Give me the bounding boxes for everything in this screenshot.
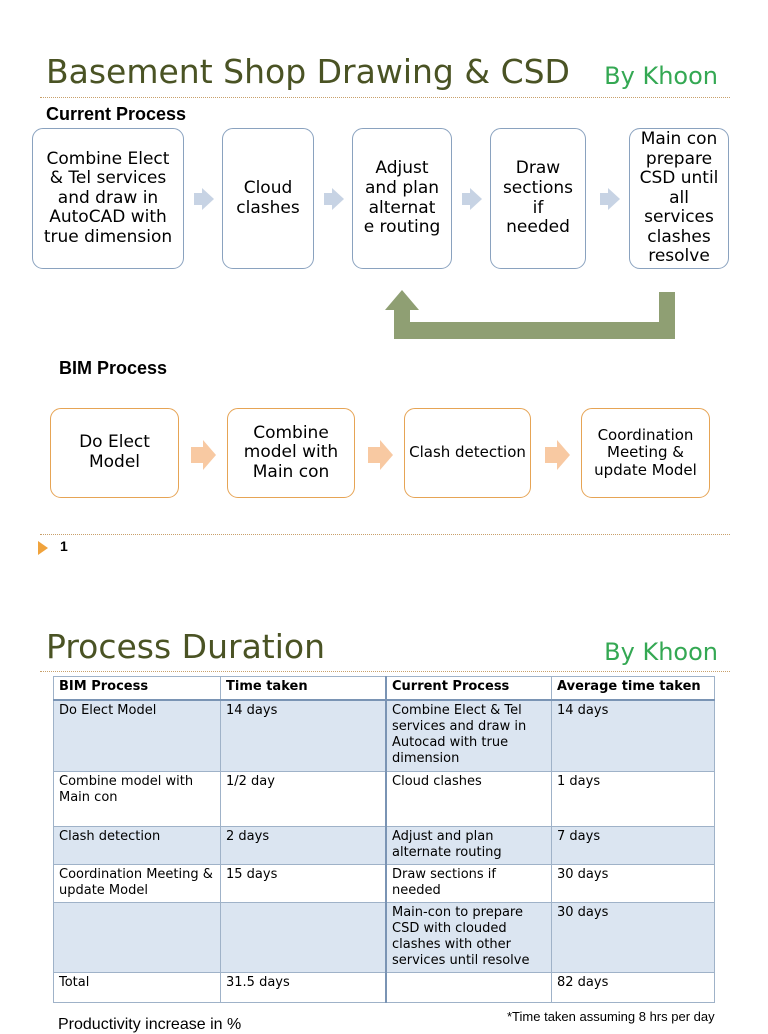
slide2-title: Process Duration [46, 627, 326, 666]
footnote: *Time taken assuming 8 hrs per day [507, 1009, 715, 1024]
productivity-text: Productivity increase in % [58, 1016, 242, 1033]
slide2-author: By Khoon [604, 638, 718, 666]
current-process-label: Current Process [46, 104, 187, 124]
table-cell: Cloud clashes [385, 770, 552, 827]
header-average-time: Average time taken [551, 676, 715, 701]
table-header-row: BIM Process Time taken Current Process A… [53, 676, 715, 701]
bim-step-4: Coordination Meeting & update Model [581, 408, 710, 498]
table-cell: 30 days [551, 863, 715, 903]
loop-arrow-horizontal [394, 322, 675, 339]
header-time-taken: Time taken [220, 676, 387, 701]
arrow-up-icon [385, 290, 419, 310]
arrow-right-icon [368, 440, 393, 470]
table-cell [385, 971, 552, 1003]
table-cell: 31.5 days [220, 971, 387, 1003]
table-cell: 15 days [220, 863, 387, 903]
duration-table: BIM Process Time taken Current Process A… [53, 676, 715, 1003]
table-cell: Clash detection [53, 825, 221, 865]
bim-step-2: Combine model with Main con [227, 408, 355, 498]
table-cell: Adjust and plan alternate routing [385, 825, 552, 865]
table-cell: Coordination Meeting & update Model [53, 863, 221, 903]
header-current-process: Current Process [385, 676, 552, 701]
slide-author: By Khoon [604, 62, 718, 90]
table-cell: 30 days [551, 901, 715, 973]
table-cell: 1 days [551, 770, 715, 827]
table-cell: 2 days [220, 825, 387, 865]
current-step-2: Cloud clashes [222, 128, 314, 269]
table-cell: 14 days [220, 699, 387, 772]
bim-process-label: BIM Process [59, 358, 168, 378]
title-divider [40, 97, 730, 98]
arrow-right-icon [194, 188, 214, 210]
arrow-right-icon [600, 188, 620, 210]
table-cell: Total [53, 971, 221, 1003]
footer-divider [40, 534, 730, 535]
arrow-right-icon [462, 188, 482, 210]
table-row: Clash detection 2 days Adjust and plan a… [53, 825, 715, 865]
table-cell: Combine model with Main con [53, 770, 221, 827]
current-step-5: Main con prepare CSD until all services … [629, 128, 729, 269]
arrow-right-icon [191, 440, 216, 470]
bim-step-1: Do Elect Model [50, 408, 179, 498]
table-cell [220, 901, 387, 973]
table-row: Coordination Meeting & update Model 15 d… [53, 863, 715, 903]
table-cell: Do Elect Model [53, 699, 221, 772]
arrow-right-icon [324, 188, 344, 210]
table-cell: Combine Elect & Tel services and draw in… [385, 699, 552, 772]
bim-step-3: Clash detection [404, 408, 531, 498]
title-divider [40, 671, 730, 672]
table-row: Do Elect Model 14 days Combine Elect & T… [53, 699, 715, 772]
page-marker-icon [38, 541, 48, 555]
table-row: Main-con to prepare CSD with clouded cla… [53, 901, 715, 973]
arrow-right-icon [545, 440, 570, 470]
current-step-1: Combine Elect & Tel services and draw in… [32, 128, 184, 269]
table-cell: 1/2 day [220, 770, 387, 827]
table-cell [53, 901, 221, 973]
table-cell: 14 days [551, 699, 715, 772]
loop-arrow-up [394, 308, 410, 338]
header-bim-process: BIM Process [53, 676, 221, 701]
table-cell: Draw sections if needed [385, 863, 552, 903]
table-row: Combine model with Main con 1/2 day Clou… [53, 770, 715, 827]
current-step-3: Adjust and plan alternat e routing [352, 128, 452, 269]
table-cell: 82 days [551, 971, 715, 1003]
table-cell: 7 days [551, 825, 715, 865]
slide-title: Basement Shop Drawing & CSD [46, 52, 570, 91]
table-cell: Main-con to prepare CSD with clouded cla… [385, 901, 552, 973]
page-number: 1 [60, 538, 68, 554]
table-row-total: Total 31.5 days 82 days [53, 971, 715, 1003]
current-step-4: Draw sections if needed [490, 128, 586, 269]
